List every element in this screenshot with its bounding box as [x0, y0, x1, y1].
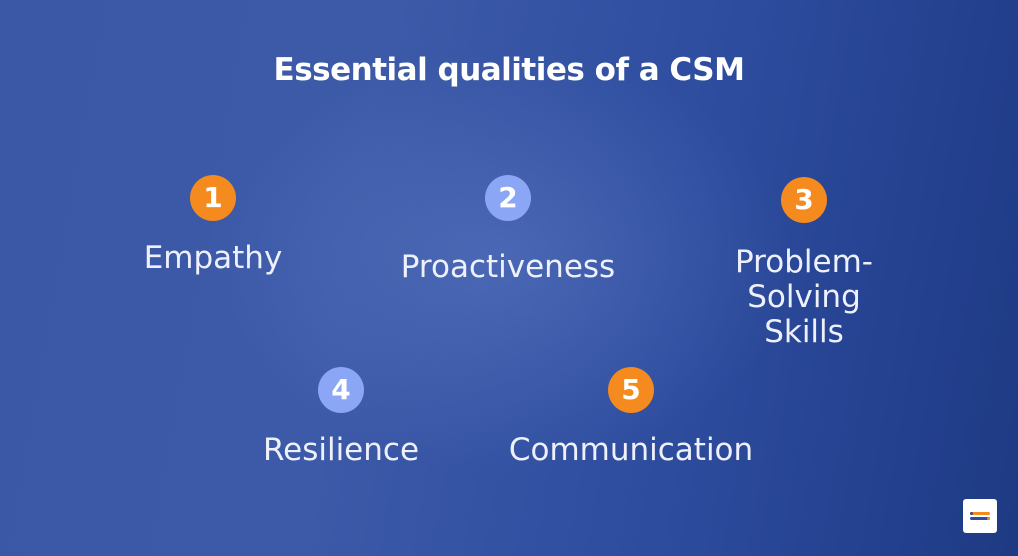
quality-item-empathy: 1 Empathy	[63, 175, 363, 276]
number-badge: 1	[190, 175, 236, 221]
page-title: Essential qualities of a CSM	[273, 52, 745, 88]
number-badge: 2	[485, 175, 531, 221]
number-badge: 3	[781, 177, 827, 223]
quality-item-resilience: 4 Resilience	[191, 367, 491, 468]
quality-label: Proactiveness	[400, 249, 616, 285]
brand-logo-graphic	[970, 512, 990, 520]
quality-label: Problem-Solving Skills	[735, 244, 873, 350]
quality-label: Empathy	[143, 240, 283, 276]
number-badge: 5	[608, 367, 654, 413]
quality-item-problem-solving: 3 Problem-Solving Skills	[654, 177, 954, 350]
quality-label: Resilience	[262, 432, 420, 468]
number-badge: 4	[318, 367, 364, 413]
quality-label: Communication	[508, 432, 754, 468]
quality-item-proactiveness: 2 Proactiveness	[358, 175, 658, 285]
quality-item-communication: 5 Communication	[481, 367, 781, 468]
brand-logo-icon	[963, 499, 997, 533]
